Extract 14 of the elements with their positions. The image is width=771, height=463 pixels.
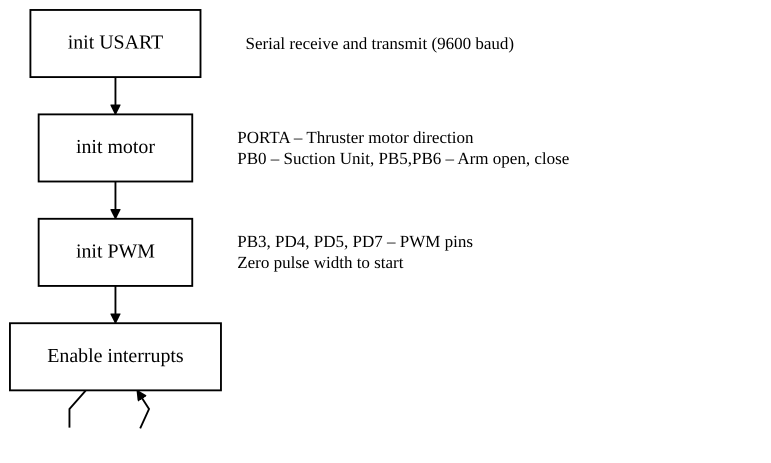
arrow (110, 182, 121, 220)
arrow (110, 286, 121, 324)
note-text: Serial receive and transmit (9600 baud) (245, 33, 514, 54)
arrow (110, 77, 121, 115)
node-box: init USART (29, 9, 202, 78)
node-box: Enable interrupts (9, 322, 222, 392)
arrow (136, 390, 150, 429)
note-text: Zero pulse width to start (237, 252, 404, 274)
note-text: PB3, PD4, PD5, PD7 – PWM pins (237, 231, 473, 252)
node-box: init PWM (38, 218, 194, 287)
note-text: PORTA – Thruster motor direction (237, 126, 474, 148)
node-box: init motor (38, 113, 194, 182)
connector (68, 390, 87, 428)
note-text: PB0 – Suction Unit, PB5,PB6 – Arm open, close (237, 148, 570, 169)
